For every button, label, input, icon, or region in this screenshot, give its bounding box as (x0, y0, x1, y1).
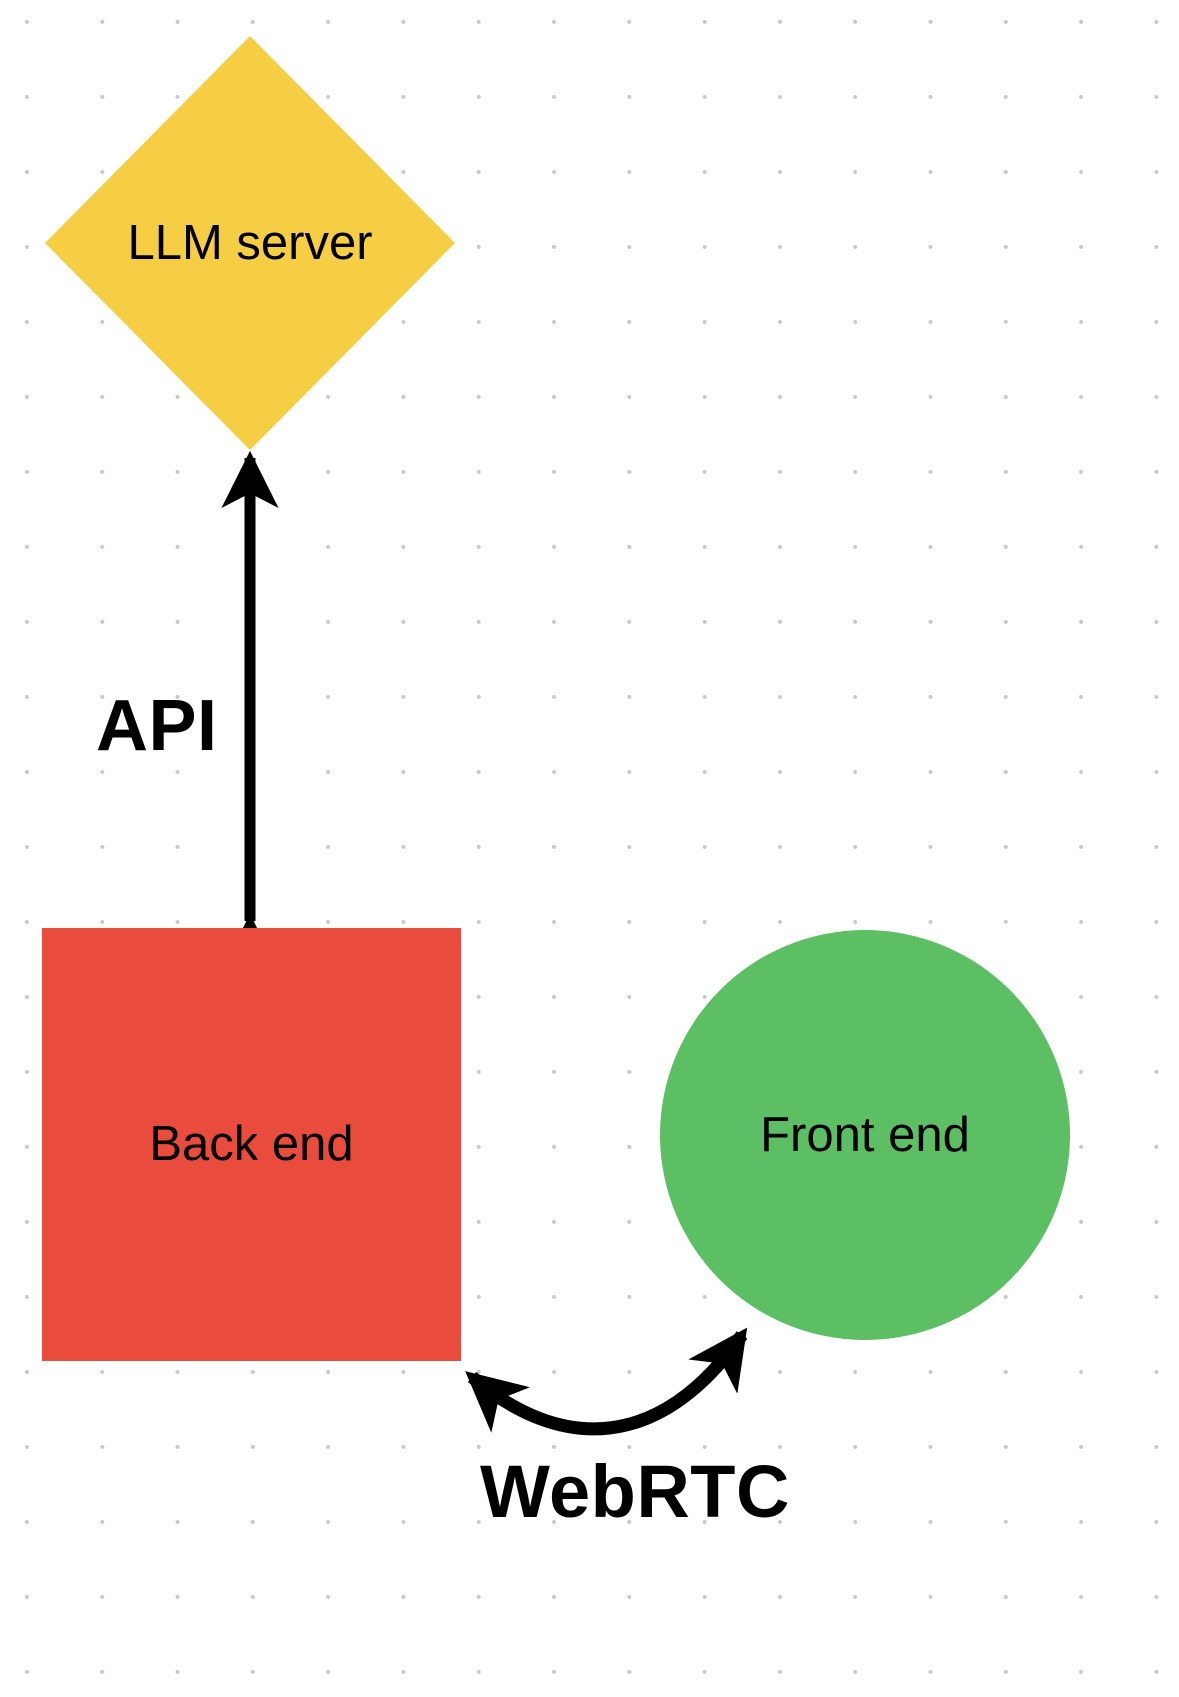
edge-label-api: API (96, 686, 218, 766)
diamond-shape (45, 36, 455, 450)
webrtc-connector (465, 1327, 748, 1436)
circle-shape (660, 930, 1070, 1340)
node-front-end[interactable]: Front end (660, 930, 1070, 1340)
edge-label-webrtc: WebRTC (480, 1450, 790, 1533)
square-shape (42, 928, 461, 1361)
node-llm-server[interactable]: LLM server (45, 36, 455, 450)
node-back-end[interactable]: Back end (42, 928, 461, 1361)
